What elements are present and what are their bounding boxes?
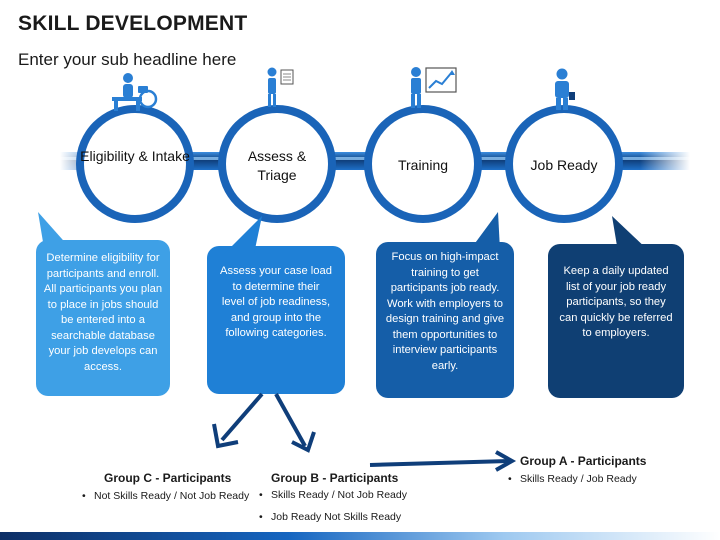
step-label-1: Eligibility & Intake — [80, 148, 190, 164]
step-circle-3 — [364, 105, 482, 223]
bubble-text-2: Assess your case load to determine their… — [220, 265, 332, 339]
group-a-title: Group A - Participants — [520, 454, 647, 468]
person-at-desk-icon — [112, 73, 158, 111]
step-label-3: Training — [397, 157, 449, 173]
bubble-1 — [36, 212, 170, 396]
bubble-text-3: Focus on high-impact training to get par… — [385, 251, 505, 372]
list-item: Not Skills Ready / Not Job Ready — [80, 485, 249, 507]
bubble-3 — [376, 212, 514, 398]
step-circle-2 — [218, 105, 336, 223]
group-b-list: Skills Ready / Not Job Ready Job Ready N… — [257, 484, 407, 528]
step-circle-1 — [76, 105, 194, 223]
group-a-list: Skills Ready / Job Ready — [506, 468, 637, 490]
group-b-title: Group B - Participants — [271, 471, 399, 485]
bubble-2 — [207, 216, 345, 394]
bubble-text-4: Keep a daily updated list of your job re… — [559, 265, 673, 339]
bottom-accent-bar — [0, 532, 720, 540]
list-item: Skills Ready / Job Ready — [506, 468, 637, 490]
arrow-to-group-a — [369, 450, 517, 472]
presenter-with-chart-icon — [411, 67, 457, 108]
page-title: SKILL DEVELOPMENT — [18, 12, 248, 35]
person-with-board-icon — [267, 67, 294, 107]
bubble-4 — [548, 216, 684, 398]
list-item: Skills Ready / Not Job Ready — [257, 484, 407, 506]
businessman-icon — [555, 68, 575, 110]
step-label-2: Assess & Triage — [247, 148, 307, 183]
list-item: Job Ready Not Skills Ready — [257, 506, 407, 528]
bubble-text-1: Determine eligibility for participants a… — [43, 252, 163, 373]
group-c-title: Group C - Participants — [104, 471, 232, 485]
page-subtitle: Enter your sub headline here — [18, 50, 237, 69]
step-label-4: Job Ready — [530, 157, 598, 173]
group-c-list: Not Skills Ready / Not Job Ready — [80, 485, 249, 507]
step-circle-4 — [505, 105, 623, 223]
arrow-to-group-b — [274, 393, 316, 453]
arrow-to-group-c — [212, 392, 264, 449]
